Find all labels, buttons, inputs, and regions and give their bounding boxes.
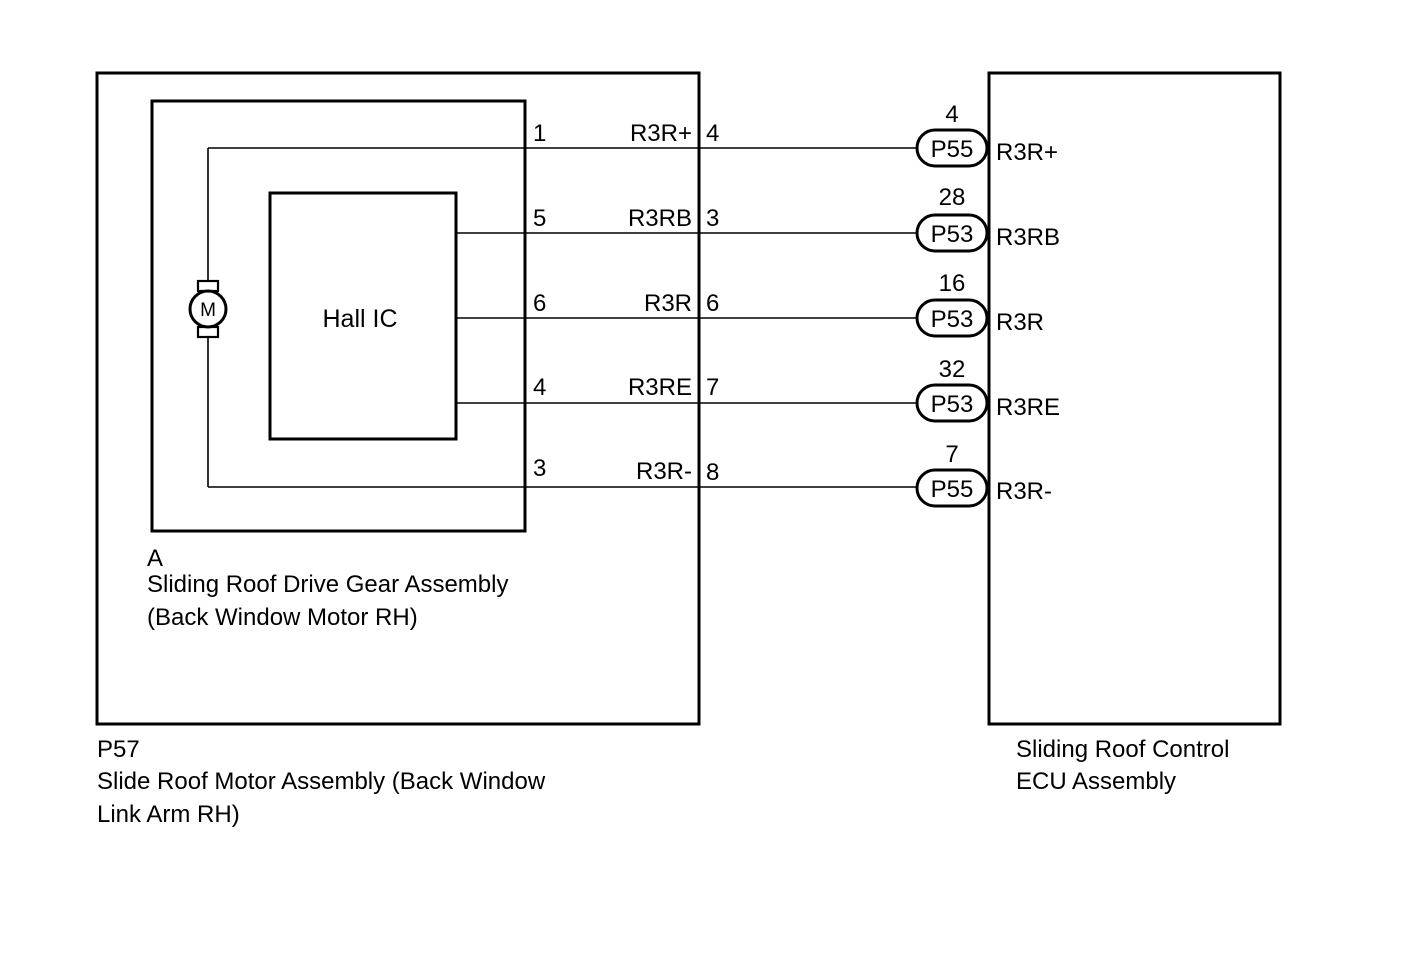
ecu-terminal-label: R3RE: [996, 394, 1060, 421]
signal-label: R3R-: [636, 458, 692, 485]
ecu-pin: 7: [945, 441, 958, 468]
ecu-pin: 28: [939, 184, 966, 211]
ecu-connector-label: P53: [931, 391, 974, 418]
sub-assembly-connector: A: [147, 545, 163, 572]
connector-oval: [915, 468, 989, 508]
inner-pin: 5: [533, 205, 546, 232]
connector-oval: [915, 213, 989, 253]
connector-oval: [915, 298, 989, 338]
hall-ic-box: [268, 191, 458, 441]
signal-label: R3RE: [628, 374, 692, 401]
outer-pin: 4: [706, 120, 719, 147]
ecu-connector-label: P55: [931, 136, 974, 163]
circuit-row: 5 R3RB 3 28 P53 R3RB: [533, 184, 1060, 253]
motor-icon: M: [188, 279, 228, 339]
ecu-name-line1: Sliding Roof Control: [1016, 736, 1229, 763]
circuit-row: 6 R3R 6 16 P53 R3R: [533, 270, 1044, 338]
ecu-terminal-label: R3R: [996, 309, 1044, 336]
motor-symbol-label: M: [200, 300, 216, 321]
outer-pin: 8: [706, 459, 719, 486]
inner-pin: 6: [533, 290, 546, 317]
motor-assembly-connector: P57: [97, 736, 140, 763]
ecu-connector-label: P53: [931, 221, 974, 248]
motor-assembly-name-line2: Link Arm RH): [97, 801, 240, 828]
drive-gear-assembly-box: [150, 99, 527, 533]
motor-assembly-name-line1: Slide Roof Motor Assembly (Back Window: [97, 768, 546, 795]
motor-assembly-box: [95, 71, 701, 726]
sub-assembly-name-line1: Sliding Roof Drive Gear Assembly: [147, 571, 508, 598]
ecu-pin: 4: [945, 101, 958, 128]
ecu-terminal-label: R3R-: [996, 478, 1052, 505]
outer-pin: 3: [706, 205, 719, 232]
circuit-row: 4 R3RE 7 32 P53 R3RE: [533, 356, 1060, 423]
ecu-box: [987, 71, 1282, 726]
signal-label: R3RB: [628, 205, 692, 232]
circuit-row: 1 R3R+ 4 4 P55 R3R+: [533, 101, 1058, 168]
sub-assembly-name-line2: (Back Window Motor RH): [147, 604, 418, 631]
outer-pin: 6: [706, 290, 719, 317]
inner-pin: 3: [533, 455, 546, 482]
ecu-connector-label: P53: [931, 306, 974, 333]
ecu-pin: 32: [939, 356, 966, 383]
ecu-pin: 16: [939, 270, 966, 297]
hall-ic-label: Hall IC: [322, 305, 397, 333]
ecu-name-line2: ECU Assembly: [1016, 768, 1176, 795]
inner-pin: 4: [533, 374, 546, 401]
ecu-terminal-label: R3R+: [996, 139, 1058, 166]
circuit-row: 3 R3R- 8 7 P55 R3R-: [533, 441, 1052, 508]
connector-oval: [915, 128, 989, 168]
connector-oval: [915, 383, 989, 423]
ecu-terminal-label: R3RB: [996, 224, 1060, 251]
signal-label: R3R: [644, 290, 692, 317]
signal-label: R3R+: [630, 120, 692, 147]
ecu-connector-label: P55: [931, 476, 974, 503]
inner-pin: 1: [533, 120, 546, 147]
outer-pin: 7: [706, 374, 719, 401]
